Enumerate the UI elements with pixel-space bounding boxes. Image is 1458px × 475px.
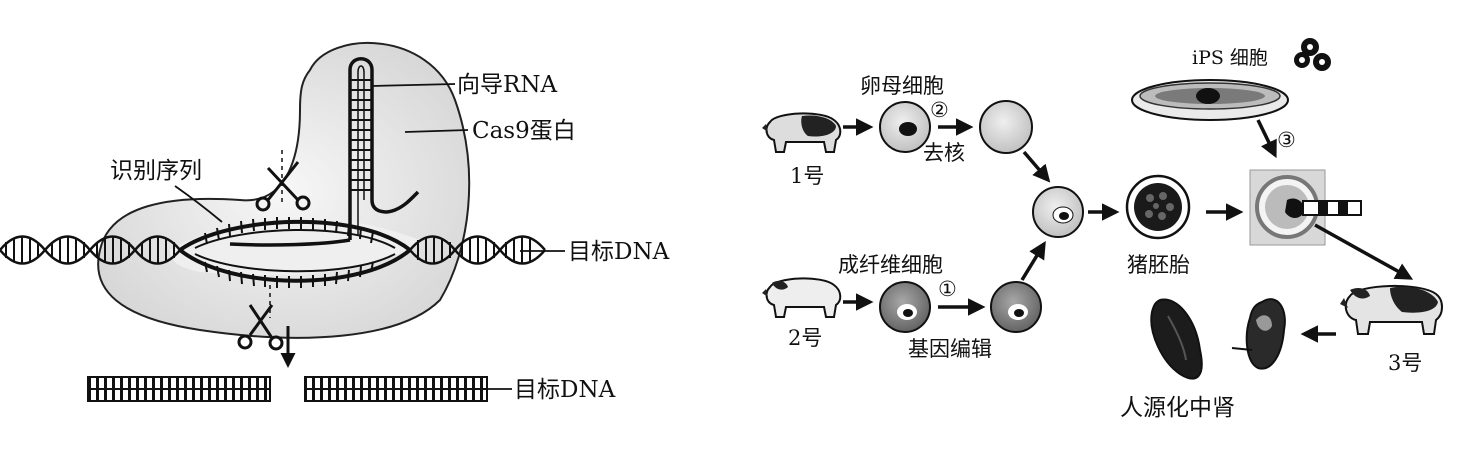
oocyte-label: 卵母细胞 (860, 74, 944, 98)
pig-2-label: 2号 (788, 326, 822, 350)
fibroblast-cell (879, 281, 931, 333)
edited-cell (990, 281, 1042, 333)
pig-3-icon (1340, 285, 1443, 335)
scissors-upper-icon (255, 150, 311, 212)
cloning-panel: 卵母细胞 ② 去核 1号 成纤维细胞 ① 基因编辑 2号 猪胚胎 iPS 细胞 … (762, 38, 1443, 421)
dna-helix-right (409, 235, 546, 265)
chimeric-embryo (1249, 169, 1362, 246)
guide-rna-label: 向导RNA (457, 72, 557, 98)
embryo-label: 猪胚胎 (1127, 253, 1190, 277)
enucleated-oocyte (979, 100, 1033, 154)
reconstructed-cell (1032, 186, 1084, 238)
pig-1-icon (762, 112, 842, 153)
leader-lines-left (174, 83, 565, 390)
human-kidney (1150, 298, 1203, 380)
cut-dna-fragment-left (87, 376, 271, 402)
pig-2-icon (762, 277, 842, 318)
scissors-lower-icon (237, 285, 284, 351)
recognition-sequence-label: 识别序列 (110, 158, 202, 184)
kidney-label: 人源化中肾 (1120, 395, 1235, 421)
fibroblast-label: 成纤维细胞 (838, 253, 943, 277)
cut-dna-fragment-right (304, 376, 488, 402)
cas9-label: Cas9蛋白 (472, 118, 576, 144)
step-3-marker: ③ (1277, 128, 1296, 152)
petri-dish (1131, 79, 1289, 121)
oocyte-cell (879, 101, 931, 153)
cas9-protein (97, 42, 471, 339)
pig-3-label: 3号 (1388, 351, 1422, 375)
ips-cell-cluster (1294, 38, 1331, 71)
pig-1-label: 1号 (790, 164, 824, 188)
workflow-arrows (843, 118, 1414, 343)
pig-embryo (1125, 174, 1191, 240)
step-1-marker: ① (938, 277, 957, 301)
enucleation-label: 去核 (923, 141, 965, 165)
crispr-panel: 向导RNA Cas9蛋白 识别序列 目标DNA 目标DNA (0, 42, 670, 403)
fetus-kidney (1231, 298, 1286, 370)
ips-label: iPS 细胞 (1192, 47, 1268, 69)
gene-editing-label: 基因编辑 (908, 337, 992, 361)
guide-rna (229, 57, 420, 247)
dna-helix-left (0, 235, 181, 265)
unwound-dna (178, 217, 412, 288)
target-dna-label-top: 目标DNA (568, 239, 670, 265)
step-2-marker: ② (930, 98, 949, 122)
target-dna-label-bottom: 目标DNA (514, 377, 616, 403)
